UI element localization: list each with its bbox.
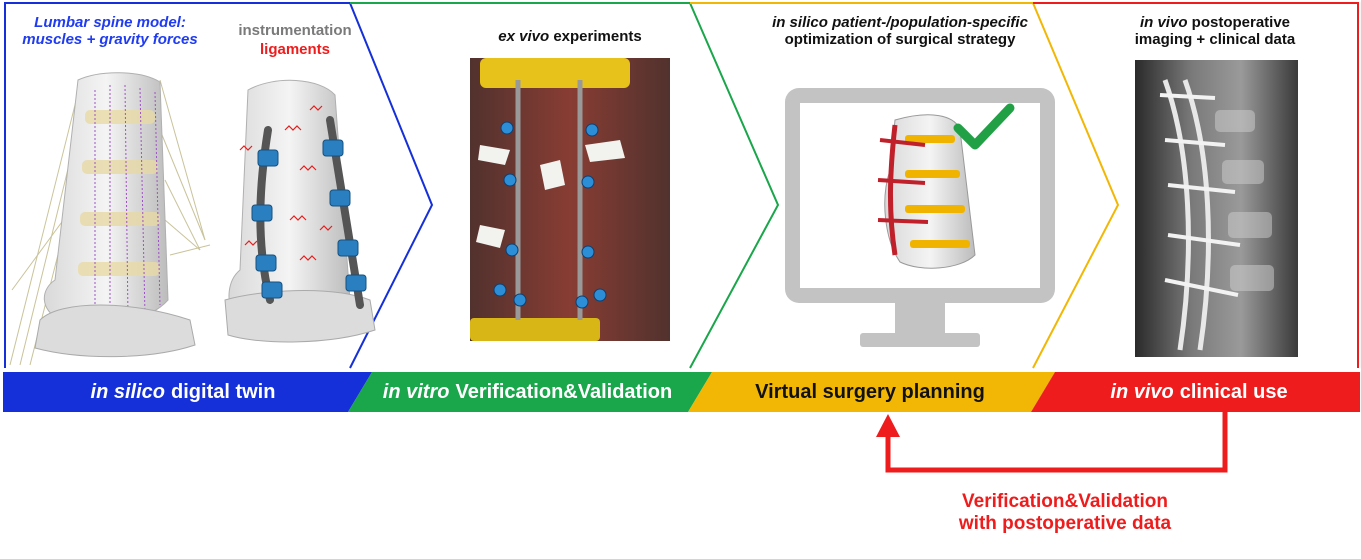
ligaments-label: ligaments xyxy=(259,41,331,58)
bar-vitro-text: Verification&Validation xyxy=(455,380,673,403)
bar-silico-label: in silico digital twin xyxy=(3,372,363,412)
spine-muscle-model xyxy=(9,72,211,366)
in-vivo-caption-italic: in vivo xyxy=(1139,14,1188,31)
spine-instrumentation-model xyxy=(224,79,376,343)
ex-vivo-caption-text: experiments xyxy=(553,28,642,45)
bar-vivo-italic: in vivo xyxy=(1110,380,1174,403)
feedback-label-line1: Verification&Validation xyxy=(962,491,1168,512)
ex-vivo-caption-italic: ex vivo xyxy=(498,28,550,45)
planning-caption: in silico patient-/population-specific o… xyxy=(720,14,1080,49)
planned-spine-model xyxy=(877,114,976,269)
bar-vivo-label: in vivo clinical use xyxy=(1040,372,1358,412)
feedback-label: Verification&Validation with postoperati… xyxy=(900,491,1230,535)
bar-planning-label: Virtual surgery planning xyxy=(755,380,985,403)
ex-vivo-caption: ex vivo experiments xyxy=(440,28,700,45)
in-vivo-caption-line2: imaging + clinical data xyxy=(1134,31,1296,49)
bar-vitro-italic: in vitro xyxy=(382,380,450,403)
xray-image xyxy=(1135,60,1298,357)
spine-model-title-line1: Lumbar spine model: xyxy=(34,14,186,31)
bar-silico-italic: in silico xyxy=(90,380,166,403)
planning-caption-line2: optimization of surgical strategy xyxy=(784,31,1016,49)
in-vivo-caption-text: postoperative xyxy=(1191,14,1291,31)
feedback-arrow xyxy=(885,412,1228,473)
feedback-label-line2: with postoperative data xyxy=(958,512,1172,534)
bar-vivo-text: clinical use xyxy=(1179,380,1288,403)
bar-planning xyxy=(688,372,1055,412)
bar-silico xyxy=(3,372,372,412)
spine-model-title: Lumbar spine model: muscles + gravity fo… xyxy=(5,14,215,49)
instrumentation-label: instrumentation xyxy=(238,22,352,39)
check-icon xyxy=(953,103,1015,150)
chevron-green xyxy=(350,2,780,369)
ex-vivo-photo xyxy=(470,58,670,341)
bar-vitro-label: in vitro Verification&Validation xyxy=(355,372,700,412)
chevron-yellow xyxy=(690,2,1120,369)
bar-vivo xyxy=(1031,372,1360,412)
bar-silico-text: digital twin xyxy=(171,380,276,403)
in-vivo-caption: in vivo postoperative imaging + clinical… xyxy=(1075,14,1355,49)
planning-caption-line1: in silico patient-/population-specific xyxy=(772,14,1028,31)
feedback-arrowhead xyxy=(876,414,900,437)
in-vivo-caption-line1: in vivo postoperative xyxy=(1075,14,1355,31)
bar-vitro xyxy=(348,372,712,412)
chevron-red xyxy=(1033,2,1359,368)
spine-model-title-line2: muscles + gravity forces xyxy=(22,31,198,49)
